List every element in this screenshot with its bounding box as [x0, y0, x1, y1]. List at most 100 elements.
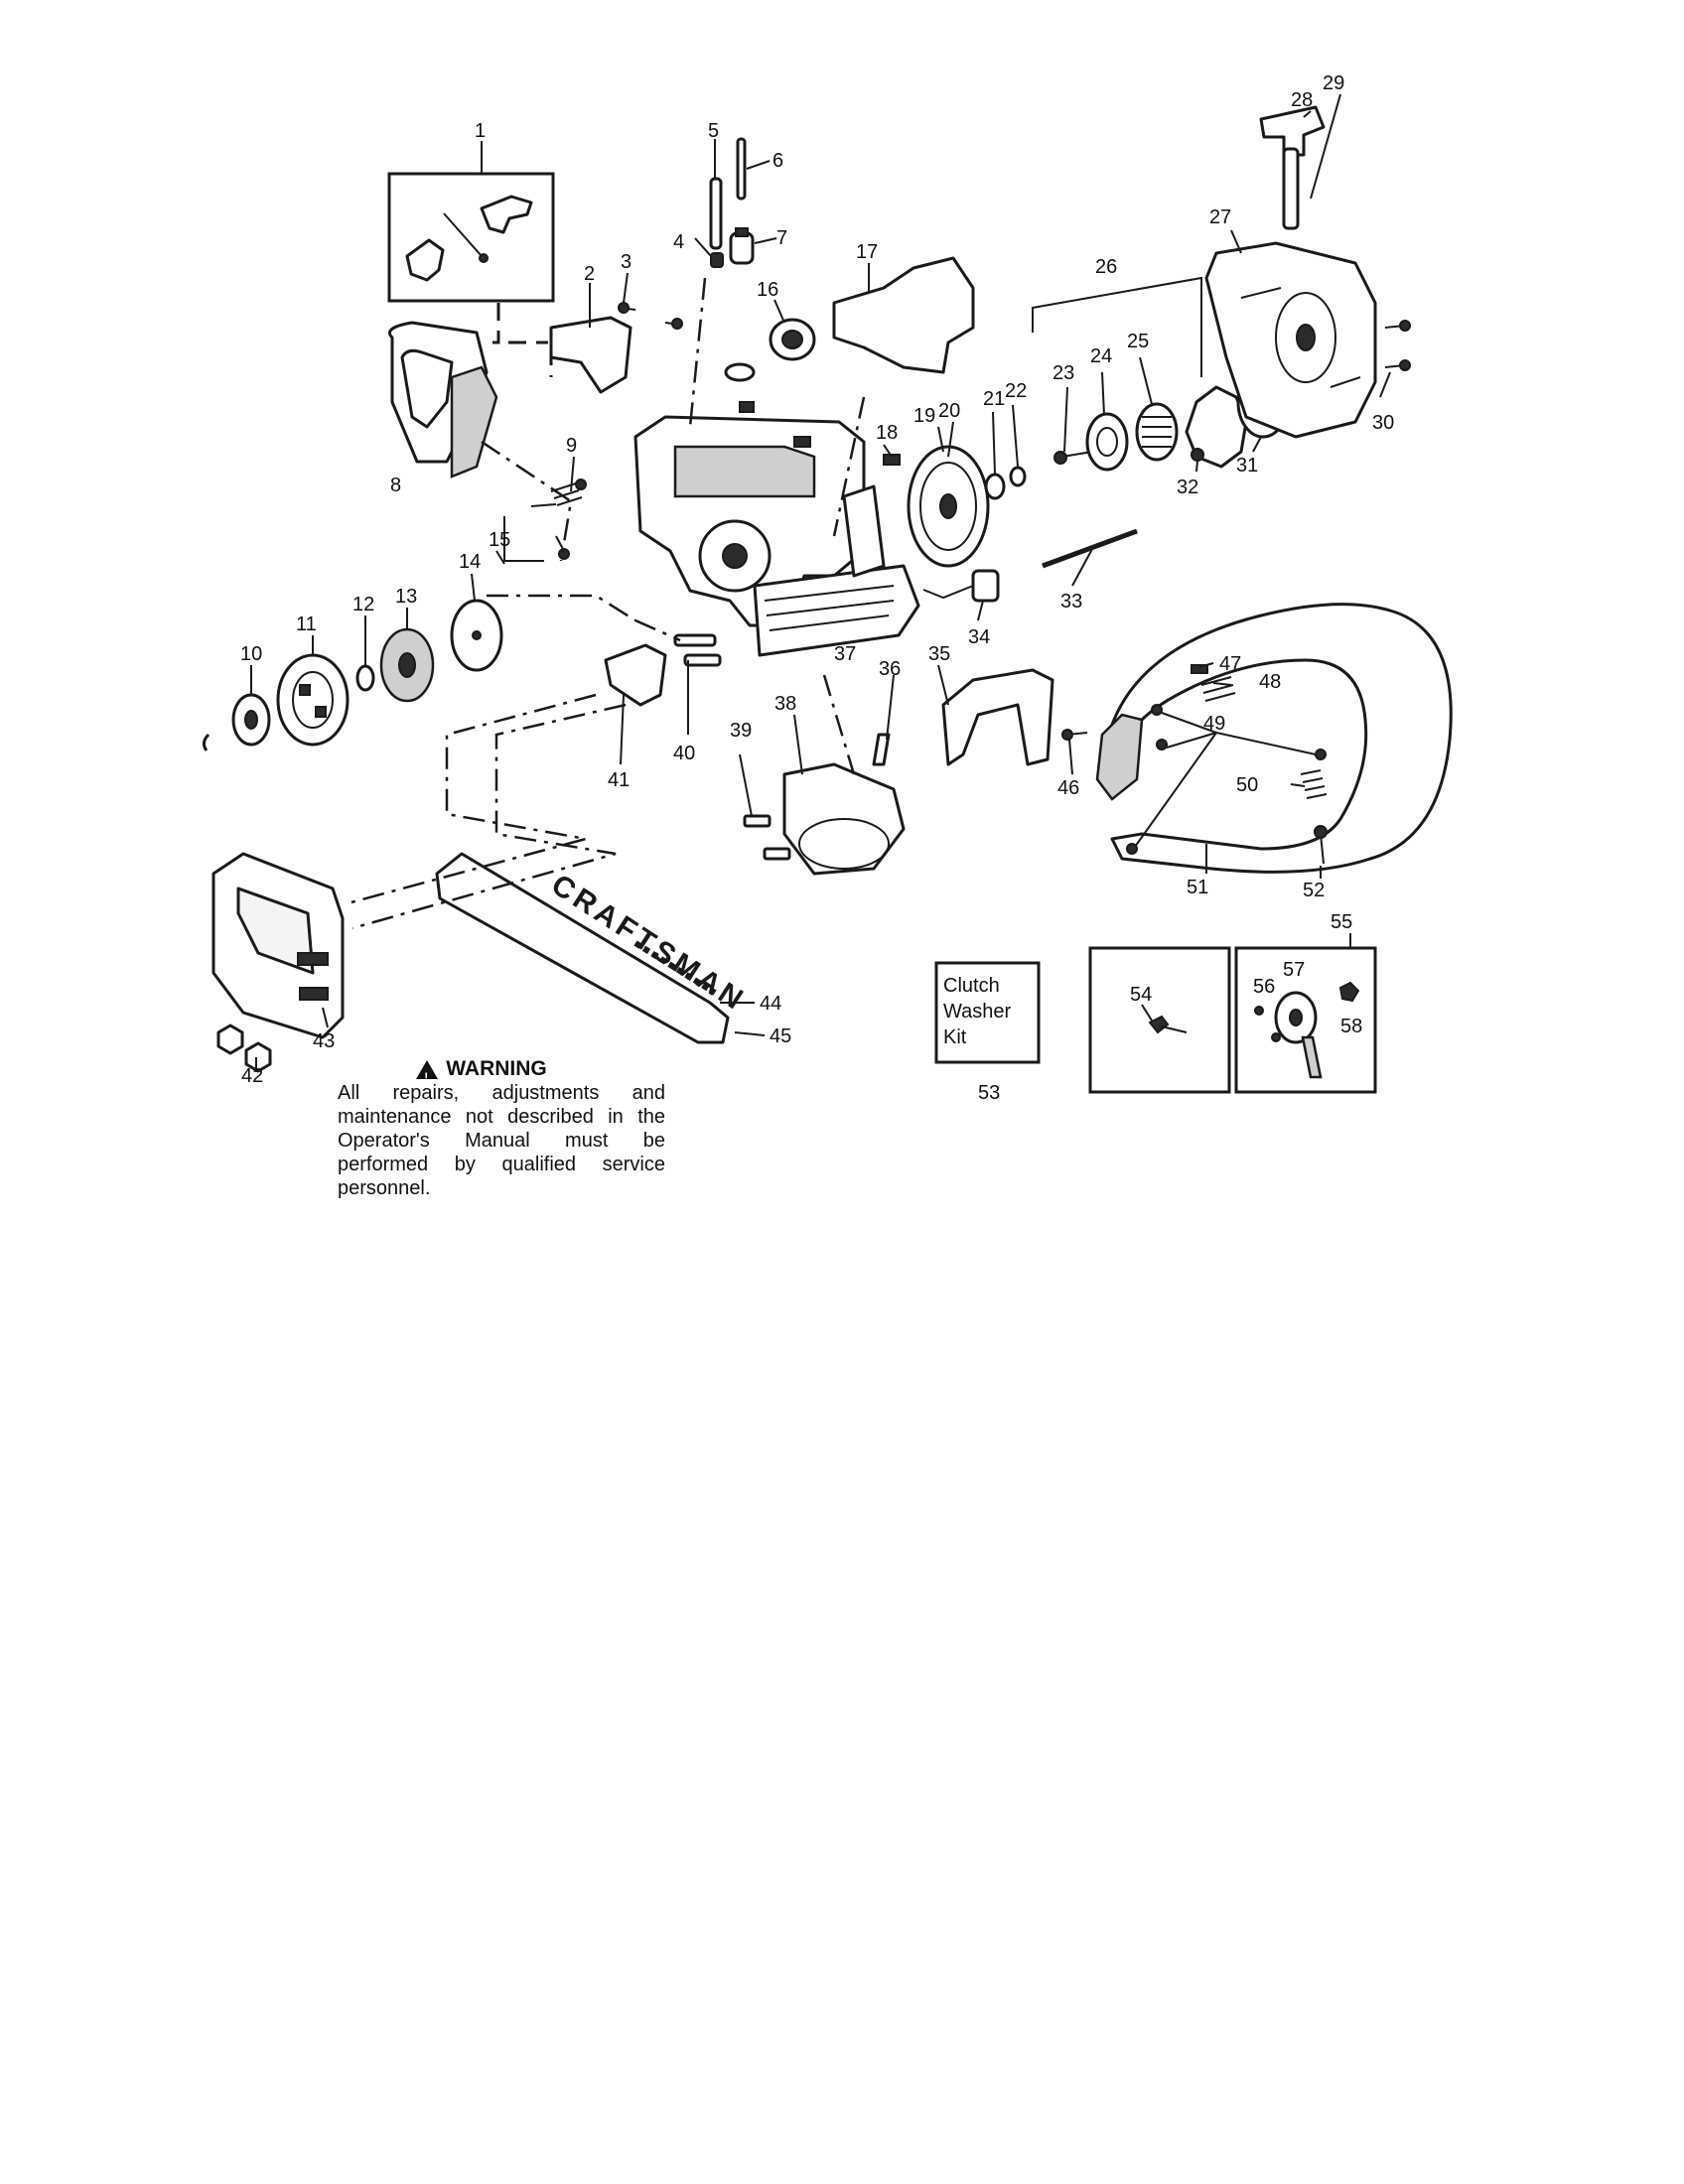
part-26-pulley	[1185, 385, 1248, 469]
callout-2: 2	[584, 263, 595, 285]
callout-53: 53	[978, 1082, 1000, 1104]
callout-36: 36	[879, 658, 901, 680]
callout-46: 46	[1057, 777, 1079, 799]
part-50-spring	[1300, 769, 1328, 799]
part-24-hub	[1085, 412, 1129, 472]
part-19-flywheel	[907, 445, 990, 568]
part-42-nuts	[216, 1024, 272, 1073]
part-53-kit-box	[934, 961, 1041, 1064]
part-21-washer	[984, 473, 1006, 500]
clutch-washer-kit-label: Clutch Washer Kit	[943, 973, 1033, 1050]
callout-47: 47	[1219, 653, 1241, 675]
callout-32: 32	[1177, 477, 1198, 498]
callout-22: 22	[1005, 380, 1027, 402]
part-47-48-clip-spring	[1191, 664, 1236, 702]
callout-1: 1	[475, 120, 486, 142]
callout-58: 58	[1340, 1016, 1362, 1037]
callout-57: 57	[1283, 959, 1305, 981]
part-34-boot	[922, 569, 1000, 603]
part-18-clips	[739, 401, 901, 466]
callout-10: 10	[240, 643, 262, 665]
part-10-washer	[231, 693, 271, 747]
callout-31: 31	[1236, 455, 1258, 477]
callout-13: 13	[395, 586, 417, 608]
callout-54: 54	[1130, 984, 1152, 1006]
part-43-window	[236, 887, 315, 975]
callout-25: 25	[1127, 331, 1149, 352]
main-engine-housing	[633, 415, 920, 657]
part-46-screw	[1061, 729, 1088, 741]
kit-label-line-3: Kit	[943, 1026, 967, 1048]
callout-18: 18	[876, 422, 898, 444]
callout-4: 4	[673, 231, 684, 253]
callout-3: 3	[621, 251, 632, 273]
part-49-screws	[1126, 704, 1327, 855]
part-3-screw	[618, 302, 683, 330]
part-16-oil-cap	[724, 318, 816, 382]
part-43-detail	[297, 952, 329, 1001]
part-28-starter-handle	[1259, 105, 1326, 230]
callout-numbers: 1 2 3 4 5 6 7 8 9 10 11 12 13 14 15 16 1…	[240, 72, 1394, 1104]
callout-45: 45	[770, 1025, 791, 1047]
callout-17: 17	[856, 241, 878, 263]
callout-23: 23	[1052, 362, 1074, 384]
callout-35: 35	[928, 643, 950, 665]
callout-19: 19	[913, 405, 935, 427]
part-35-front-guard	[941, 668, 1054, 766]
callout-56: 56	[1253, 976, 1275, 998]
callout-7: 7	[776, 227, 787, 249]
part-45-guide-bar	[435, 852, 730, 1044]
part-7-filter	[729, 227, 755, 265]
callout-24: 24	[1090, 345, 1112, 367]
part-13-clutch	[379, 627, 435, 703]
callout-52: 52	[1303, 880, 1325, 901]
part-4-5-fuel-line	[709, 177, 724, 268]
part-52-screw	[1314, 825, 1328, 865]
callout-29: 29	[1323, 72, 1344, 94]
callout-40: 40	[673, 743, 695, 764]
callout-48: 48	[1259, 671, 1281, 693]
part-14-plate	[450, 599, 503, 672]
kit-label-line-2: Washer	[943, 1001, 1012, 1023]
callout-11: 11	[296, 614, 317, 635]
part-8-rear-handle	[388, 321, 498, 478]
warning-title-text: WARNING	[446, 1057, 547, 1080]
callout-27: 27	[1209, 206, 1231, 228]
warning-notice: ! WARNING All repairs, adjustments and m…	[338, 1057, 665, 1200]
kit-label-line-1: Clutch	[943, 975, 1000, 997]
callout-15: 15	[489, 529, 510, 551]
callout-6: 6	[772, 150, 783, 172]
callout-51: 51	[1187, 877, 1208, 898]
assembly-dashed-lines	[347, 277, 866, 930]
part-23-bolt	[1053, 451, 1093, 465]
part-30-screws	[1384, 320, 1411, 371]
part-38-band	[798, 818, 890, 870]
callout-38: 38	[774, 693, 796, 715]
callout-28: 28	[1291, 89, 1313, 111]
part-51-front-handle	[1110, 603, 1453, 874]
warning-triangle-icon: !	[416, 1059, 439, 1084]
part-40-studs	[673, 633, 722, 667]
part-2-top-cover	[549, 316, 632, 394]
part-1-kit-box	[387, 172, 555, 303]
callout-5: 5	[708, 120, 719, 142]
leader-lines	[250, 93, 1391, 1072]
warning-body: All repairs, adjustments and maintenance…	[338, 1082, 665, 1199]
part-10-ring	[202, 733, 210, 751]
part-51-grip	[1095, 713, 1144, 801]
part-22-nut	[1009, 466, 1027, 487]
part-27-starter-housing	[1204, 241, 1377, 439]
callout-37: 37	[834, 643, 856, 665]
callout-33: 33	[1060, 591, 1082, 613]
callout-34: 34	[968, 626, 990, 648]
callout-9: 9	[566, 435, 577, 457]
part-39-screws	[743, 814, 791, 861]
callout-20: 20	[938, 400, 960, 422]
part-54-contents	[1141, 1004, 1188, 1034]
part-32-nut	[1191, 448, 1204, 462]
part-36-pin	[872, 733, 891, 766]
callout-14: 14	[459, 551, 481, 573]
callout-16: 16	[757, 279, 778, 301]
callout-26: 26	[1095, 256, 1117, 278]
